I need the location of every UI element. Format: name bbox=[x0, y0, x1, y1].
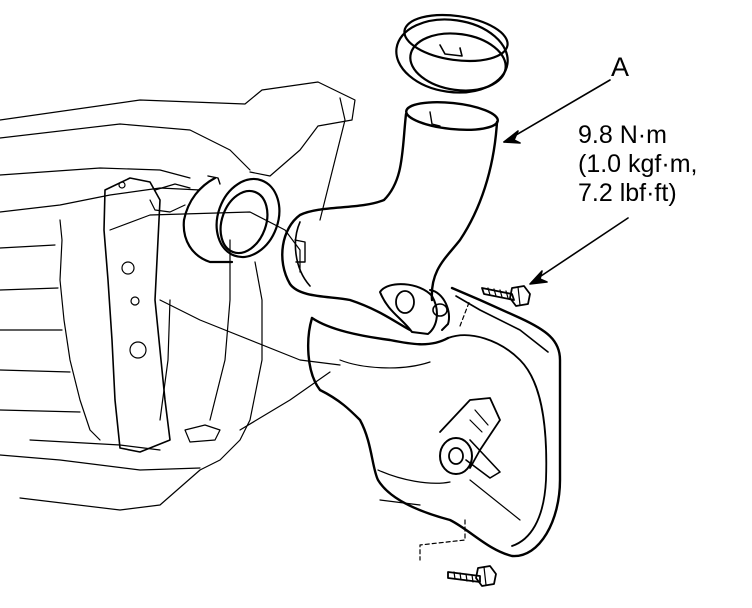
torque-spec: 9.8 N·m (1.0 kgf·m, 7.2 lbf·ft) bbox=[578, 121, 697, 208]
lower-bolt bbox=[447, 565, 497, 587]
duct-grommet bbox=[182, 175, 281, 264]
torque-line-nm: 9.8 N·m bbox=[578, 121, 667, 149]
dash-guide-upper bbox=[459, 299, 471, 327]
leader-line-a bbox=[503, 79, 611, 143]
mounting-bolt bbox=[481, 285, 531, 307]
leader-line-torque bbox=[531, 217, 629, 283]
body-panel bbox=[0, 81, 356, 511]
leader-lines bbox=[419, 79, 629, 561]
intake-elbow-duct bbox=[281, 101, 499, 335]
dash-guide-lower bbox=[419, 519, 466, 561]
leader-arrow-a bbox=[503, 130, 521, 144]
part-label-a: A bbox=[611, 52, 630, 82]
resonator-chamber bbox=[307, 286, 562, 558]
torque-line-lbfft: 7.2 lbf·ft) bbox=[578, 179, 677, 207]
leader-arrow-torque bbox=[529, 270, 548, 285]
air-intake-seal bbox=[395, 13, 509, 94]
torque-line-kgfm: (1.0 kgf·m, bbox=[578, 150, 698, 178]
